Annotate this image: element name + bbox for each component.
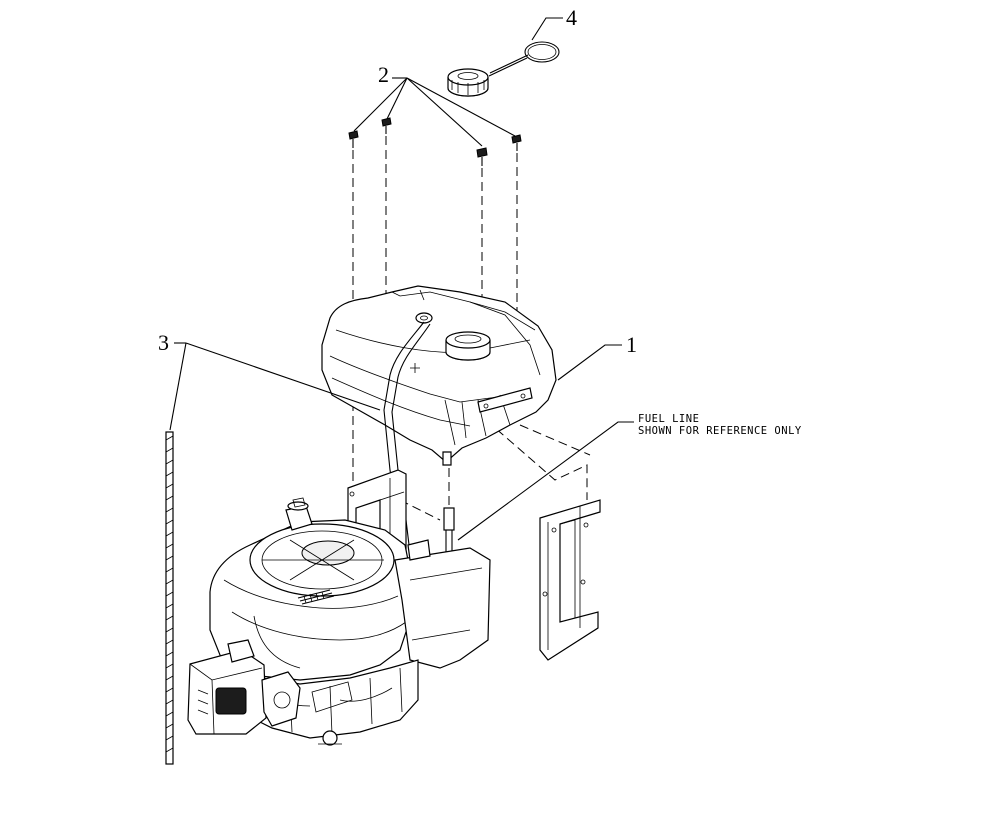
callout-4-label: 4 bbox=[566, 5, 577, 30]
fuel-line-note: FUEL LINE SHOWN FOR REFERENCE ONLY bbox=[457, 413, 802, 541]
fuel-line-note-line1: FUEL LINE bbox=[638, 413, 699, 425]
screw-2 bbox=[381, 117, 392, 134]
callout-3: 3 bbox=[158, 330, 381, 431]
screw-4 bbox=[511, 134, 522, 151]
screw-3 bbox=[476, 147, 488, 166]
fuel-line-note-line2: SHOWN FOR REFERENCE ONLY bbox=[638, 425, 802, 437]
cap-tether-ring bbox=[524, 41, 560, 63]
fuel-tank bbox=[321, 285, 557, 466]
callout-2-label: 2 bbox=[378, 62, 389, 87]
tank-support-bracket bbox=[539, 499, 601, 661]
callout-3-label: 3 bbox=[158, 330, 169, 355]
fuel-hose-spare bbox=[165, 431, 174, 765]
callout-4: 4 bbox=[531, 5, 577, 41]
callout-1-label: 1 bbox=[626, 332, 637, 357]
fuel-cap bbox=[447, 41, 560, 97]
callout-1: 1 bbox=[557, 332, 637, 381]
screw-1 bbox=[348, 130, 359, 148]
screws bbox=[348, 117, 522, 166]
engine bbox=[187, 497, 491, 746]
callout-2: 2 bbox=[353, 62, 516, 147]
